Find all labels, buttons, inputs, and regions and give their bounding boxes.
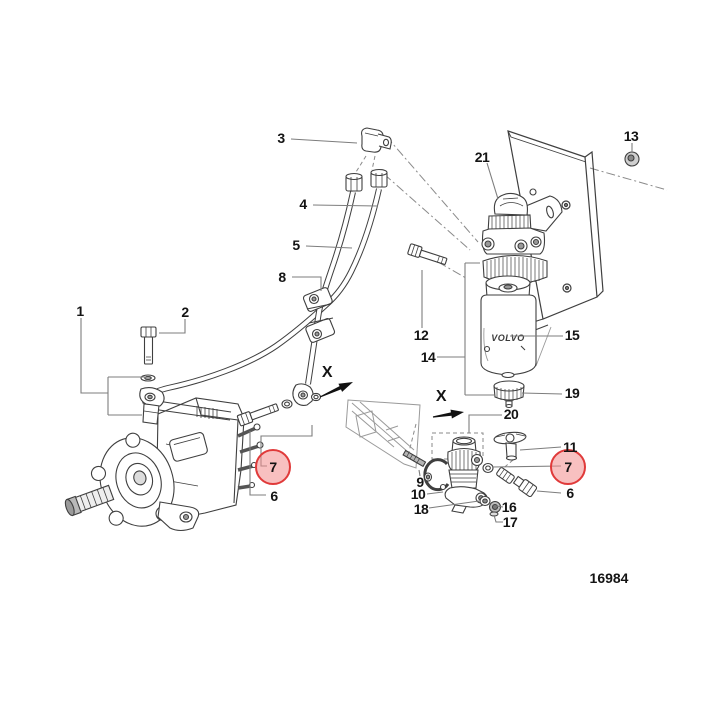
callout-16: 16 bbox=[501, 499, 517, 515]
callout-14: 14 bbox=[420, 349, 436, 365]
pipe-union-nuts bbox=[345, 168, 388, 192]
callout-21: 21 bbox=[474, 149, 490, 165]
filter-logo-text: VOLVO bbox=[491, 333, 525, 343]
sealing-washer-7-right bbox=[482, 462, 494, 474]
nut-16 bbox=[488, 500, 502, 514]
highlight-circle bbox=[550, 449, 586, 485]
bolt-2-and-washer bbox=[140, 326, 157, 382]
callout-12: 12 bbox=[413, 327, 429, 343]
direction-arrows bbox=[319, 382, 464, 419]
view-marker-X-1: X bbox=[321, 364, 333, 381]
highlight-circle bbox=[255, 449, 291, 485]
arrow-left bbox=[319, 382, 353, 398]
drain-tap-11 bbox=[493, 431, 527, 461]
fuel-pipes bbox=[148, 188, 382, 398]
callout-7: 7 bbox=[564, 459, 572, 475]
fuel-filter-assembly: VOLVO bbox=[480, 188, 563, 409]
callout-8: 8 bbox=[278, 269, 286, 285]
arrow-right bbox=[432, 409, 464, 419]
gasket-18 bbox=[479, 495, 491, 507]
callout-18: 18 bbox=[413, 501, 429, 517]
callout-10: 10 bbox=[410, 486, 426, 502]
stud-9 bbox=[402, 449, 427, 468]
callout-2: 2 bbox=[181, 304, 189, 320]
grommet-13 bbox=[624, 151, 640, 167]
callout-5: 5 bbox=[292, 237, 300, 253]
callout-4: 4 bbox=[299, 196, 307, 212]
callout-6: 6 bbox=[566, 485, 574, 501]
callout-7: 7 bbox=[269, 459, 277, 475]
callout-17: 17 bbox=[502, 514, 518, 530]
callout-15: 15 bbox=[564, 327, 580, 343]
separator-cup-19 bbox=[493, 380, 525, 409]
hand-primer bbox=[487, 192, 532, 234]
callout-19: 19 bbox=[564, 385, 580, 401]
view-marker-X-2: X bbox=[435, 388, 447, 405]
engine-block-sketch bbox=[345, 399, 421, 469]
leader-lines bbox=[80, 138, 633, 523]
banjo-bolt-6-left bbox=[236, 403, 279, 427]
callout-11: 11 bbox=[563, 439, 577, 455]
callout-1: 1 bbox=[76, 303, 84, 319]
banjo-fitting-3 bbox=[361, 127, 392, 153]
alignment-centerlines bbox=[383, 135, 668, 279]
callout-6: 6 bbox=[270, 488, 278, 504]
fitting-6-right bbox=[496, 467, 538, 498]
callout-9: 9 bbox=[416, 474, 424, 490]
banjo-elbow-bottom bbox=[281, 383, 322, 409]
pipe-clamp-8 bbox=[302, 287, 336, 343]
injection-pump bbox=[64, 388, 264, 532]
callout-13: 13 bbox=[623, 128, 639, 144]
filter-bracket bbox=[525, 188, 563, 232]
figure-number: 16984 bbox=[589, 570, 629, 586]
callout-20: 20 bbox=[503, 406, 519, 422]
bolt-12 bbox=[407, 243, 448, 265]
filter-cartridge bbox=[480, 275, 537, 379]
mounting-plate bbox=[504, 130, 604, 367]
callout-3: 3 bbox=[277, 130, 285, 146]
pipe-elbow-left bbox=[139, 386, 165, 407]
